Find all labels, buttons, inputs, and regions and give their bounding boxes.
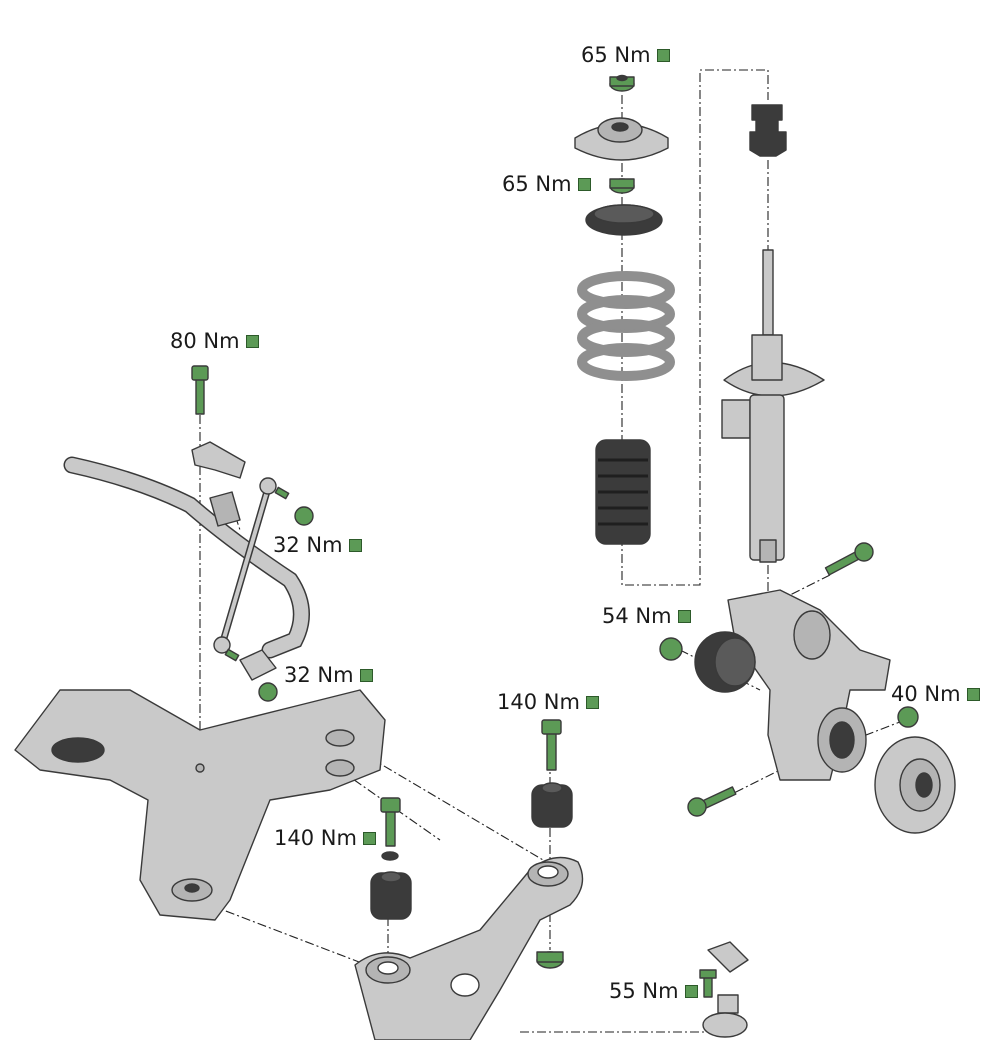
stabilizer-lower-clamp	[239, 649, 277, 681]
wheel-hub	[874, 736, 956, 834]
stabilizer-bushing	[209, 491, 241, 527]
torque-label-hub-nut: 40 Nm	[891, 682, 980, 706]
torque-value: 140 Nm	[497, 690, 580, 714]
torque-label-link-upper-nut: 32 Nm	[273, 533, 362, 557]
green-square-icon	[585, 695, 599, 709]
lower-control-arm	[354, 856, 584, 1040]
green-square-icon	[656, 48, 670, 62]
green-square-icon	[362, 831, 376, 845]
rear-bushing	[531, 782, 573, 828]
torque-value: 54 Nm	[602, 604, 672, 628]
link-upper-nut	[294, 506, 314, 526]
torque-label-strut-clamp-nut: 54 Nm	[602, 604, 691, 628]
torque-value: 65 Nm	[502, 172, 572, 196]
front-bush-bolt	[380, 797, 401, 861]
stabilizer-link	[213, 477, 290, 662]
steering-knuckle	[727, 589, 891, 781]
stabilizer-bar	[63, 456, 310, 659]
spring-seat	[585, 204, 663, 236]
green-square-icon	[359, 668, 373, 682]
green-square-icon	[966, 687, 980, 701]
knuckle-lower-bolt	[687, 786, 737, 817]
torque-label-top-mount-nut: 65 Nm	[502, 172, 591, 196]
torque-value: 140 Nm	[274, 826, 357, 850]
coil-spring	[577, 271, 675, 381]
green-square-icon	[677, 609, 691, 623]
torque-label-strut-top-nut: 65 Nm	[581, 43, 670, 67]
green-square-icon	[577, 177, 591, 191]
torque-label-link-upper-bolt: 80 Nm	[170, 329, 259, 353]
arm-nut	[536, 951, 564, 969]
top-mount-nut	[609, 178, 635, 194]
subframe	[14, 689, 386, 921]
torque-value: 55 Nm	[609, 979, 679, 1003]
torque-label-front-bush-bolt: 140 Nm	[274, 826, 376, 850]
rear-bush-bolt	[541, 719, 562, 771]
torque-label-rear-bush-bolt: 140 Nm	[497, 690, 599, 714]
strut-top-nut	[609, 74, 635, 92]
link-lower-nut	[258, 682, 278, 702]
strut-clamp-nut	[659, 637, 683, 661]
bump-stop	[749, 104, 787, 157]
torque-value: 65 Nm	[581, 43, 651, 67]
stabilizer-clamp	[191, 441, 246, 479]
wheel-bearing	[694, 631, 756, 693]
green-square-icon	[348, 538, 362, 552]
strut-top-mount	[574, 117, 669, 161]
ball-joint	[699, 941, 749, 1038]
torque-value: 32 Nm	[284, 663, 354, 687]
torque-value: 40 Nm	[891, 682, 961, 706]
hub-nut	[897, 706, 919, 728]
strut-clamp-bolt	[824, 542, 874, 576]
torque-label-ball-joint-bolt: 55 Nm	[609, 979, 698, 1003]
green-square-icon	[245, 334, 259, 348]
front-bushing	[370, 871, 412, 920]
link-upper-bolt	[191, 365, 209, 415]
torque-value: 80 Nm	[170, 329, 240, 353]
torque-label-link-lower-nut: 32 Nm	[284, 663, 373, 687]
torque-value: 32 Nm	[273, 533, 343, 557]
green-square-icon	[684, 984, 698, 998]
dust-boot	[595, 439, 651, 545]
shock-absorber	[721, 249, 825, 563]
